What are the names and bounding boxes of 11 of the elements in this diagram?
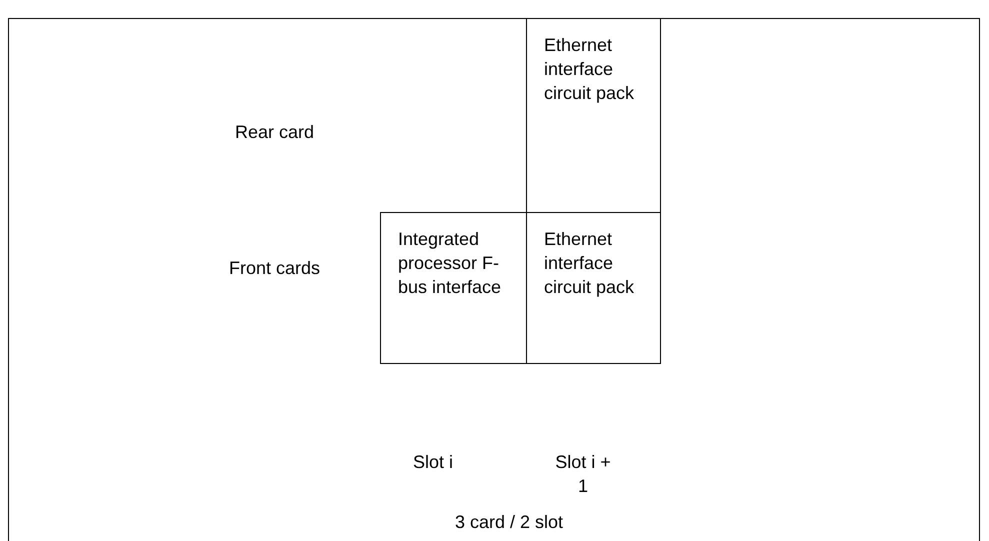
card-box (526, 212, 661, 364)
slot-label: Slot i (412, 451, 454, 474)
card-label: Ethernet interface circuit pack (544, 34, 636, 105)
row-label: Rear card (235, 121, 314, 144)
caption-label: 3 card / 2 slot (455, 511, 564, 534)
slot-label: Slot i + 1 (554, 451, 612, 498)
card-box (526, 18, 661, 213)
row-label: Front cards (229, 257, 320, 280)
card-label: Ethernet interface circuit pack (544, 228, 636, 299)
card-label: Integrated processor F-bus interface (398, 228, 502, 299)
card-box (380, 212, 527, 364)
